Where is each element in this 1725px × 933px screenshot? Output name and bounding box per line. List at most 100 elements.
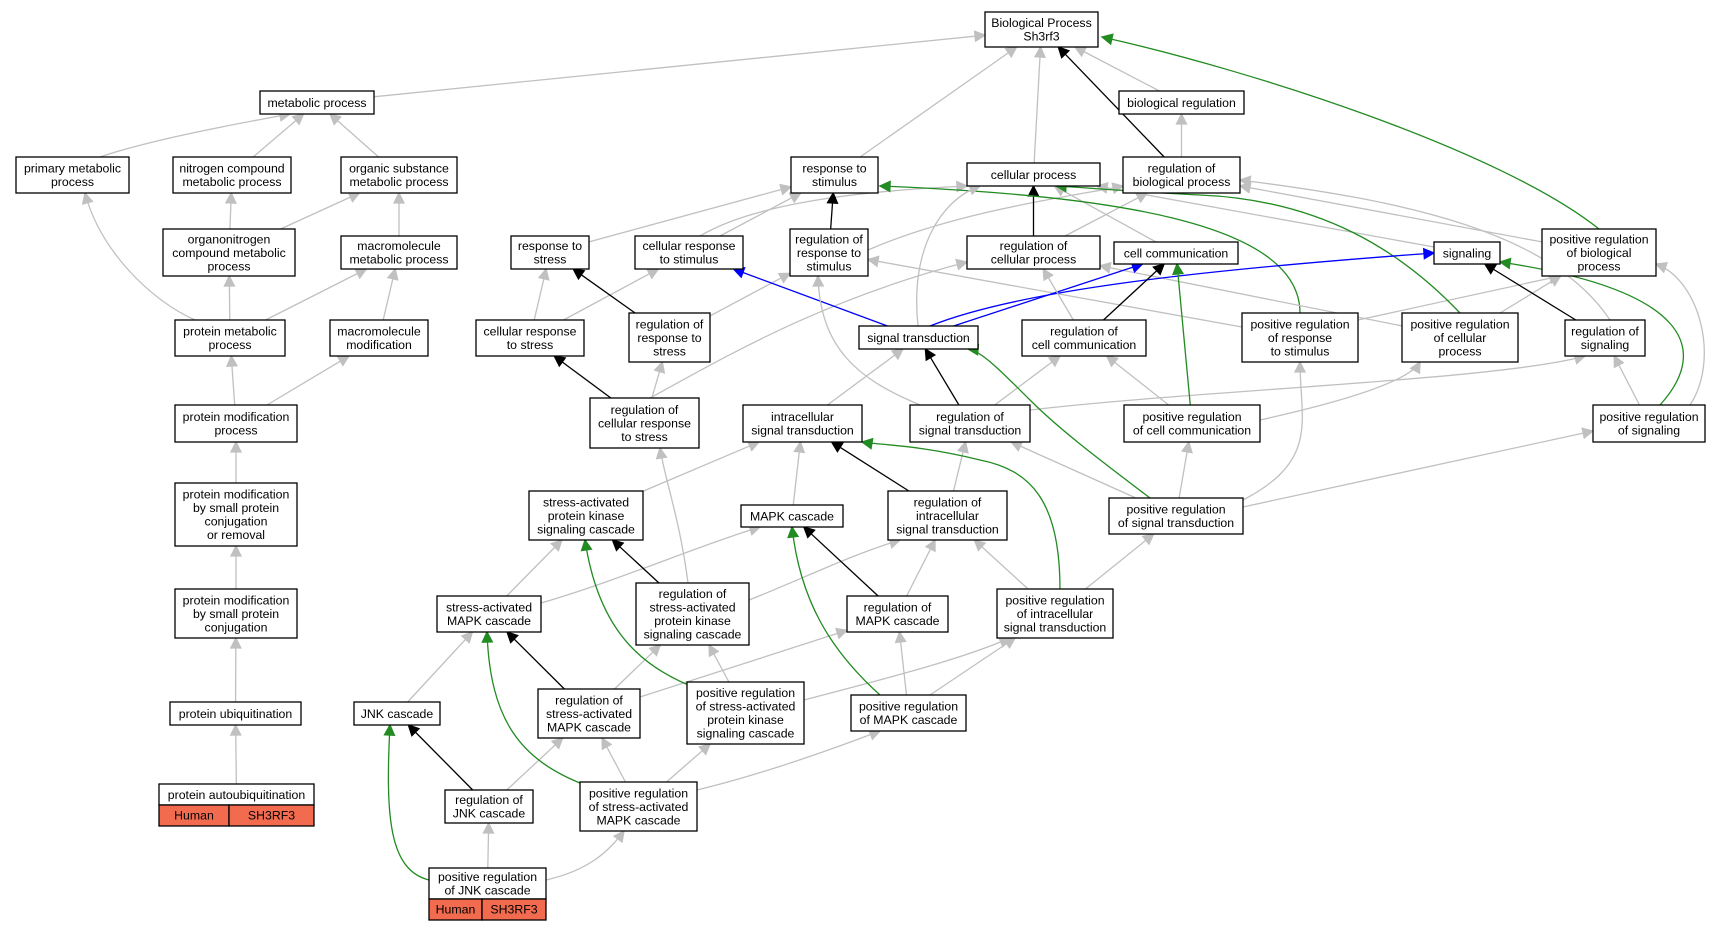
go-term-jnk[interactable]: JNK cascade: [353, 701, 441, 726]
arrowhead: [612, 829, 625, 844]
edge-line: [830, 202, 834, 230]
edge-regsamapk-to-regmapk: [639, 627, 849, 698]
term-box: [846, 595, 949, 633]
term-label-line: response to: [518, 239, 582, 253]
go-term-protubi[interactable]: protein ubiquitination: [169, 701, 302, 726]
go-term-cellcomm[interactable]: cell communication: [1113, 241, 1239, 265]
term-label-line: stress-activated: [649, 601, 735, 615]
edge-posregsapk-to-posregintra: [803, 636, 1012, 701]
arrowhead: [878, 180, 891, 193]
term-label-line: cell communication: [1124, 246, 1229, 260]
term-label-line: MAPK cascade: [547, 720, 631, 734]
go-term-sigtrans[interactable]: signal transduction: [858, 325, 979, 350]
term-label-line: regulation of: [1148, 162, 1216, 176]
go-term-metab[interactable]: metabolic process: [259, 90, 375, 115]
edge-regjnk-to-jnk: [407, 723, 474, 791]
edge-regcellrespstress-to-regcell: [649, 258, 969, 399]
edge-line: [1618, 364, 1641, 406]
edge-line: [561, 361, 612, 399]
term-label-line: protein modification: [183, 488, 290, 502]
edge-line: [540, 526, 761, 604]
term-label-line: of biological: [1567, 246, 1632, 260]
term-box: [1401, 312, 1519, 363]
arrowhead: [1498, 257, 1512, 270]
edge-line: [916, 185, 981, 327]
term-box: [740, 504, 844, 528]
term-label-line: MAPK cascade: [596, 813, 680, 827]
go-term-protautoubi[interactable]: protein autoubiquitination: [158, 783, 315, 806]
edge-cellproc-to-bp: [1033, 45, 1046, 164]
arrowhead: [1098, 261, 1112, 274]
arrowhead: [354, 268, 368, 280]
term-label-line: MAPK cascade: [447, 614, 531, 628]
term-box: [1541, 228, 1657, 277]
term-label-line: of cellular: [1434, 331, 1487, 345]
edge-posregsigtrans-to-regsigtrans: [1009, 440, 1137, 499]
arrowhead: [553, 355, 567, 368]
edge-regcellrespstress-to-regrespstress: [651, 360, 666, 399]
species-label: Human: [436, 903, 476, 917]
go-term-signaling[interactable]: signaling: [1433, 241, 1501, 265]
arrowhead: [708, 643, 720, 658]
edge-line: [1493, 268, 1577, 321]
term-box: [259, 90, 375, 115]
edge-regbio-to-bioreg: [1175, 112, 1188, 157]
term-box: [579, 781, 698, 832]
go-term-cellproc[interactable]: cellular process: [966, 162, 1101, 187]
term-box: [887, 490, 1008, 541]
go-term-mapk[interactable]: MAPK cascade: [740, 504, 844, 528]
go-term-bioreg[interactable]: biological regulation: [1118, 90, 1245, 115]
edge-posregsig-to-posregbio: [1654, 261, 1705, 406]
term-label-line: response to: [802, 162, 866, 176]
term-label-line: MAPK cascade: [750, 509, 834, 523]
arrowhead: [1033, 45, 1046, 58]
term-label-line: of stress-activated: [589, 800, 689, 814]
edge-line: [952, 451, 964, 492]
term-label-line: of intracellular: [1017, 607, 1094, 621]
edge-posregsigtrans-to-posregresp: [1242, 360, 1307, 501]
